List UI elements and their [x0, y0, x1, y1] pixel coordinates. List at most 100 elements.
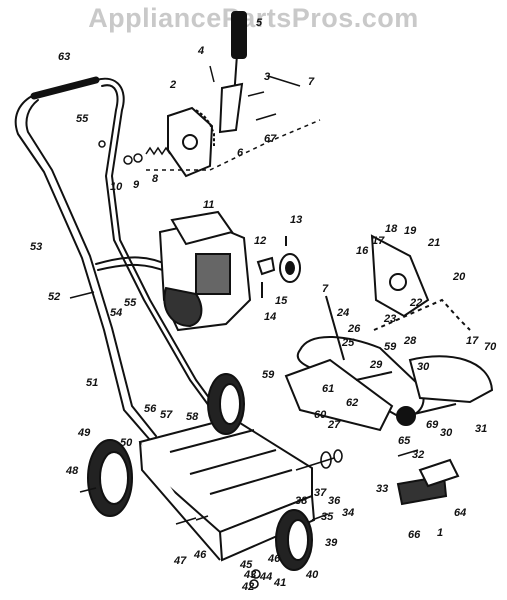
callout-39: 39	[325, 537, 338, 549]
callout-45: 45	[240, 559, 253, 571]
callout-9: 9	[133, 179, 140, 191]
bolt-46	[195, 515, 209, 521]
washer-37	[320, 451, 332, 469]
bearing-18	[389, 273, 407, 291]
drive-belt	[296, 336, 425, 418]
callout-11: 11	[203, 199, 215, 211]
callout-15: 15	[275, 295, 288, 307]
callout-37: 37	[314, 487, 327, 499]
handle-tube-inner	[25, 99, 157, 437]
bracket-64	[418, 458, 460, 488]
callout-53: 53	[30, 241, 43, 253]
callout-51: 51	[86, 377, 99, 389]
callout-57: 57	[160, 409, 173, 421]
callout-34: 34	[342, 507, 355, 519]
callout-7b: 7	[322, 283, 329, 295]
bolt-65	[397, 449, 419, 457]
bolt-4	[209, 65, 215, 83]
callout-31: 31	[475, 423, 488, 435]
callout-69: 69	[426, 419, 439, 431]
callout-46b: 46	[268, 553, 281, 565]
callout-28: 28	[404, 335, 417, 347]
bolt-3	[247, 91, 265, 97]
callout-67: 67	[264, 133, 277, 145]
callout-47: 47	[174, 555, 187, 567]
callout-19: 19	[404, 225, 417, 237]
belt-cover-61	[284, 358, 394, 432]
callout-10: 10	[110, 181, 123, 193]
deck-rib	[169, 429, 293, 495]
bolt-39	[311, 513, 329, 521]
engine-fins	[195, 253, 231, 295]
callout-59: 59	[262, 369, 275, 381]
callout-8: 8	[152, 173, 159, 185]
callout-14: 14	[264, 311, 277, 323]
callout-6: 6	[237, 147, 244, 159]
callout-38: 38	[295, 495, 308, 507]
callout-63: 63	[58, 51, 71, 63]
callout-24: 24	[337, 307, 350, 319]
callout-61: 61	[322, 383, 335, 395]
callout-17: 17	[372, 235, 385, 247]
callout-62: 62	[346, 397, 359, 409]
wheel-top-rim	[219, 383, 241, 425]
lever-plate	[218, 82, 244, 134]
callout-56: 56	[144, 403, 157, 415]
bolt-52	[69, 291, 95, 299]
axle-38	[295, 457, 335, 471]
callout-48: 48	[66, 465, 79, 477]
callout-23: 23	[384, 313, 397, 325]
callout-36: 36	[328, 495, 341, 507]
pulley-15-hub	[285, 261, 295, 275]
callout-4: 4	[198, 45, 205, 57]
washer-36	[333, 449, 343, 463]
nut-55-top	[98, 140, 106, 148]
bracket-teeth	[195, 109, 215, 146]
nut-43	[251, 569, 261, 579]
washer-9	[133, 153, 143, 163]
callout-1: 1	[437, 527, 444, 539]
handle-tube-outer	[14, 95, 151, 441]
nut-42	[249, 579, 259, 589]
callout-70: 70	[484, 341, 497, 353]
spindle-pulley	[396, 406, 416, 426]
callout-16: 16	[356, 245, 369, 257]
callout-66: 66	[408, 529, 421, 541]
blade-guard-31	[408, 355, 494, 404]
callout-60: 60	[314, 409, 327, 421]
callout-42: 42	[242, 581, 255, 593]
callout-32: 32	[412, 449, 425, 461]
callout-20: 20	[453, 271, 466, 283]
callout-40: 40	[306, 569, 319, 581]
engine-tank	[170, 210, 234, 246]
wheel-40-rim	[287, 519, 309, 561]
callout-13: 13	[290, 214, 303, 226]
callout-18: 18	[385, 223, 398, 235]
handle-front-bar	[95, 77, 219, 411]
deck-front	[139, 441, 221, 561]
callout-12: 12	[254, 235, 267, 247]
callout-49: 49	[78, 427, 91, 439]
callout-55b: 55	[124, 297, 137, 309]
callout-41: 41	[274, 577, 287, 589]
callout-22: 22	[410, 297, 423, 309]
callout-44: 44	[260, 571, 273, 583]
dash-line-1	[146, 119, 321, 171]
callout-30b: 30	[440, 427, 453, 439]
callout-17b: 17	[466, 335, 479, 347]
bracket-16-19	[370, 234, 430, 318]
engine-muffler	[163, 286, 203, 328]
bracket-hole	[182, 134, 198, 150]
callout-3: 3	[264, 71, 271, 83]
watermark-text: AppliancePartsPros.com	[88, 3, 419, 33]
callout-54: 54	[110, 307, 123, 319]
belt-tension-arm	[355, 371, 393, 381]
callout-65: 65	[398, 435, 411, 447]
bolt-47	[175, 517, 197, 525]
callout-29: 29	[370, 359, 383, 371]
bolt-48	[79, 487, 97, 493]
nut-10	[123, 155, 133, 165]
callout-5: 5	[256, 17, 263, 29]
blade-adjust-cable	[325, 295, 345, 361]
